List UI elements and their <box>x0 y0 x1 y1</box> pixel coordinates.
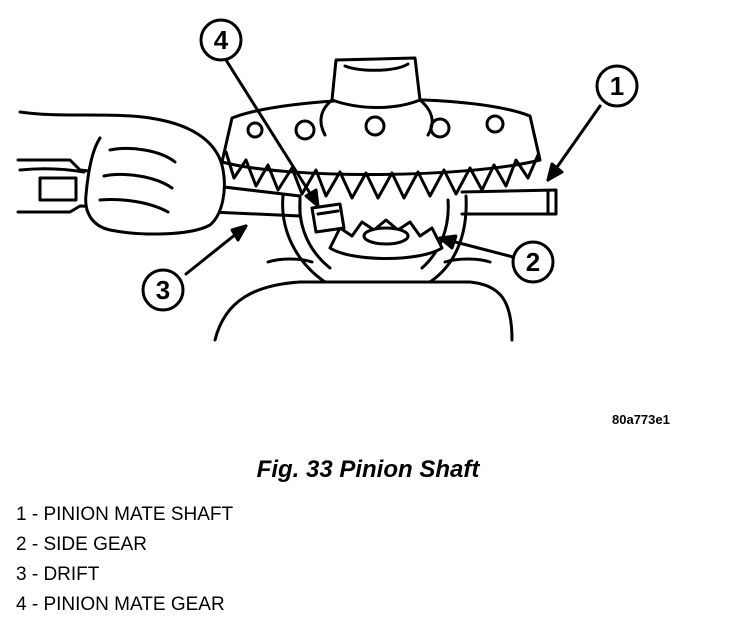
arrowhead-3 <box>230 224 248 242</box>
legend-item: 3 - DRIFT <box>16 564 100 585</box>
legend-item: 2 - SIDE GEAR <box>16 534 147 555</box>
ring-gear-icon <box>220 97 542 200</box>
figure-caption: Fig. 33 Pinion Shaft <box>256 456 480 483</box>
legend-item: 1 - PINION MATE SHAFT <box>16 504 234 525</box>
hand-icon <box>18 110 226 236</box>
callout-3-circle <box>141 268 185 312</box>
arrowhead-1 <box>546 162 564 182</box>
legend-item: 4 - PINION MATE GEAR <box>16 594 225 615</box>
leader-arrows <box>184 58 602 276</box>
callout-2-circle <box>511 240 555 284</box>
parts-legend: 1 - PINION MATE SHAFT 2 - SIDE GEAR 3 - … <box>16 500 233 620</box>
case-hub-icon <box>319 56 434 137</box>
callout-1-number: 1 <box>610 71 624 101</box>
figure-code: 80a773e1 <box>612 412 670 427</box>
pinion-mate-gear-icon <box>310 202 346 234</box>
arrowhead-4 <box>304 188 320 208</box>
callout-2-number: 2 <box>526 247 540 277</box>
callout-3-number: 3 <box>156 275 170 305</box>
side-gear-icon <box>328 218 444 260</box>
callout-1-circle <box>595 64 639 108</box>
callout-4-number: 4 <box>214 25 229 55</box>
arrowhead-2 <box>438 234 458 250</box>
callout-4-circle <box>199 18 243 62</box>
arrow-4 <box>224 58 320 208</box>
pinion-shaft-illustration: 1 2 3 4 <box>16 18 639 342</box>
support-block-icon <box>213 257 514 342</box>
pinion-mate-shaft-icon <box>460 188 558 216</box>
